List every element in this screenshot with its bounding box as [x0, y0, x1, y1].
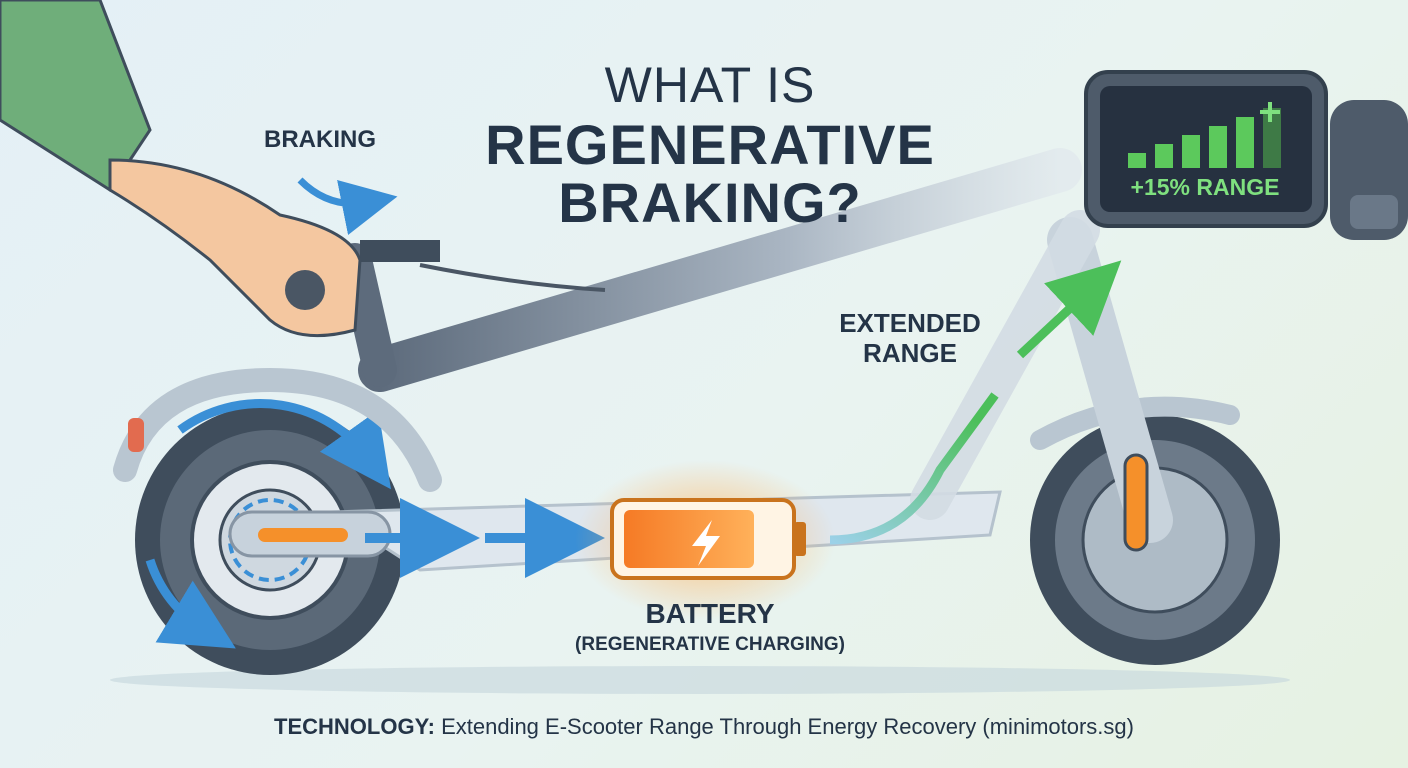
brake-lever-icon: [360, 240, 440, 262]
rear-light: [128, 418, 144, 452]
rear-rotation-arrow-top-icon: [177, 399, 391, 490]
range-flow-arrow-icon: [829, 392, 999, 545]
front-fork-light: [1123, 453, 1149, 552]
hand-icon: [0, 0, 362, 338]
brake-cable: [419, 263, 606, 292]
range-bar: [1236, 117, 1254, 168]
extended-range-label: EXTENDED RANGE: [810, 308, 1010, 368]
rear-hub-indicator: [258, 528, 348, 542]
braking-curved-arrow-icon: [297, 177, 398, 235]
range-readout: +15% RANGE: [1130, 174, 1280, 200]
range-bar-chart: [1128, 108, 1281, 168]
range-bar: [1209, 126, 1227, 168]
title-line-2: REGENERATIVE: [485, 113, 935, 176]
footer-text: Extending E-Scooter Range Through Energy…: [441, 714, 1134, 739]
lightning-icon: [692, 520, 720, 566]
rear-rotation-arrow-bottom-icon: [145, 558, 236, 649]
range-bar: [1182, 135, 1200, 168]
title-line-1: WHAT IS: [604, 57, 816, 113]
range-bar: [1128, 153, 1146, 168]
handlebar-stem: [358, 148, 1082, 392]
range-bar: [1155, 144, 1173, 168]
footer-caption: TECHNOLOGY: Extending E-Scooter Range Th…: [0, 714, 1408, 740]
extended-range-arrow-icon: [1016, 260, 1122, 359]
range-bar: [1263, 108, 1281, 168]
extended-range-label-line2: RANGE: [863, 338, 957, 368]
plus-icon: [1260, 102, 1280, 122]
title-line-3: BRAKING?: [558, 171, 862, 234]
rear-fender: [113, 367, 442, 492]
ground-shadow: [110, 666, 1290, 694]
extended-range-label-line1: EXTENDED: [839, 308, 981, 338]
battery-sublabel: (REGENERATIVE CHARGING): [575, 634, 845, 655]
footer-prefix: TECHNOLOGY:: [274, 714, 435, 739]
braking-label: BRAKING: [264, 126, 376, 153]
battery-label: BATTERY: [645, 598, 775, 629]
